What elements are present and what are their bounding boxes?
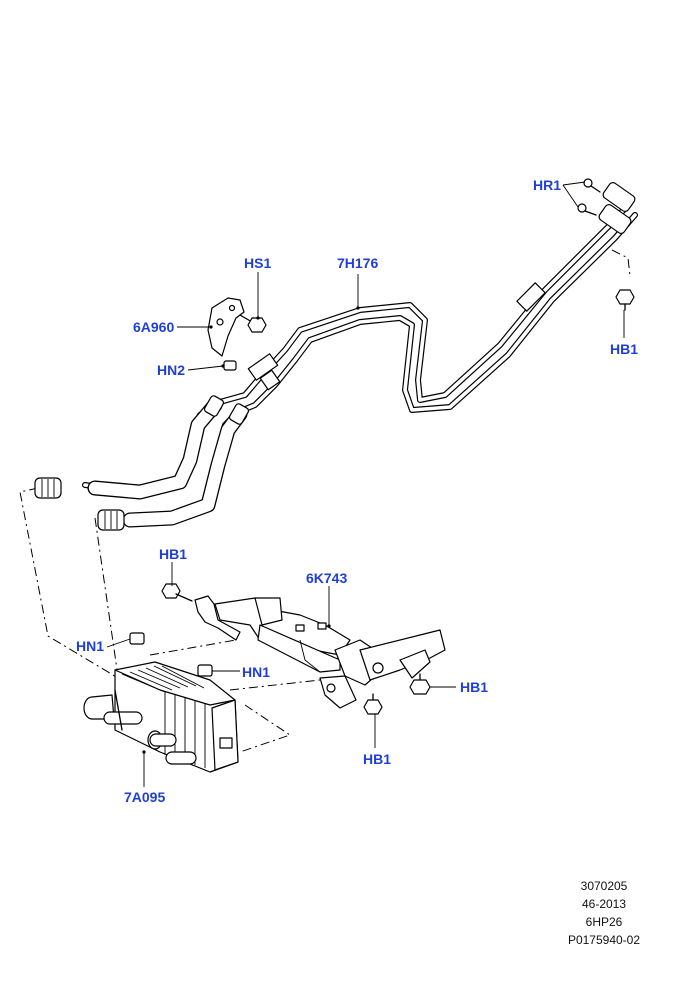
bolt-hb1-right — [409, 673, 431, 695]
label-6a960: 6A960 — [133, 319, 174, 335]
assembly-guide-lines — [19, 249, 631, 753]
label-hn1-left: HN1 — [76, 638, 104, 654]
bracket-6k743 — [194, 595, 446, 709]
oil-cooler-7a095 — [83, 661, 239, 773]
ref-line-3: 6HP26 — [586, 915, 623, 929]
label-6k743: 6K743 — [306, 570, 347, 586]
cooler-pipe-7h176 — [34, 181, 638, 531]
callout-labels: HR1 HS1 7H176 6A960 HB1 HN2 HB1 6K743 HN… — [76, 177, 638, 805]
ref-line-4: P0175940-02 — [568, 933, 640, 947]
bolt-hb1-bottom — [363, 693, 383, 715]
nut-hn1-right — [197, 664, 213, 677]
leader-lines — [106, 181, 625, 787]
ref-line-2: 46-2013 — [582, 897, 626, 911]
ref-line-1: 3070205 — [581, 879, 628, 893]
nut-hn2 — [223, 360, 237, 371]
bracket-6a960 — [207, 297, 245, 357]
label-hn1-right: HN1 — [242, 664, 270, 680]
reference-block: 3070205 46-2013 6HP26 P0175940-02 — [568, 879, 640, 947]
nut-hn1-left — [129, 632, 145, 645]
label-hs1: HS1 — [244, 255, 271, 271]
label-hb1-right: HB1 — [460, 679, 488, 695]
label-hr1: HR1 — [533, 177, 561, 193]
label-hb1-bottom: HB1 — [363, 751, 391, 767]
screws-hr1 — [577, 178, 601, 216]
bolt-hb1-mid — [161, 583, 193, 602]
fasteners — [129, 178, 635, 715]
label-hb1-mid: HB1 — [159, 546, 187, 562]
label-7h176: 7H176 — [337, 255, 378, 271]
bolt-hs1 — [239, 314, 267, 333]
bolt-hb1-top — [615, 289, 635, 311]
label-hb1-top: HB1 — [610, 341, 638, 357]
label-hn2: HN2 — [157, 362, 185, 378]
label-7a095: 7A095 — [124, 789, 165, 805]
